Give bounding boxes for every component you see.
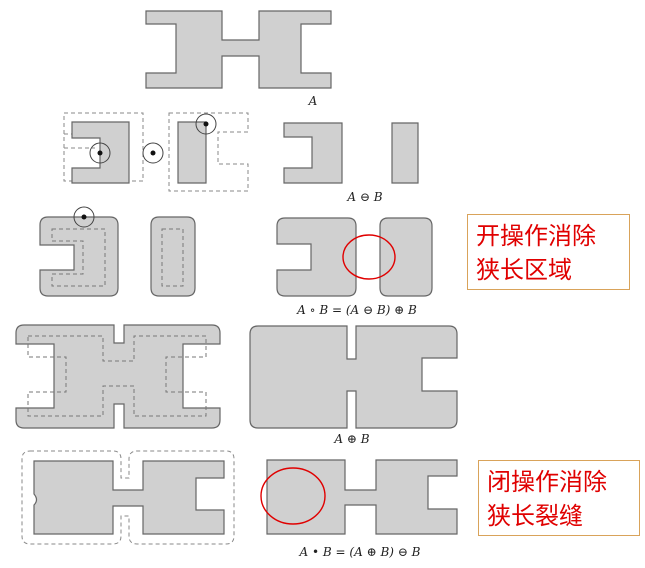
structuring-element-disk-2	[73, 206, 95, 228]
closing-annotation-line1: 闭操作消除	[487, 468, 607, 496]
erosion-result-right	[391, 122, 419, 184]
opening-annotation-line1: 开操作消除	[476, 222, 596, 250]
opening-highlight-circle	[342, 234, 396, 280]
opening-dashed-inner-right	[161, 228, 184, 287]
closing-result	[266, 459, 458, 535]
dilation-dashed-inner-a	[27, 335, 207, 417]
caption-opening: A ∘ B = (A ⊖ B) ⊕ B	[296, 303, 417, 317]
caption-closing: A • B = (A ⊕ B) ⊖ B	[299, 545, 421, 559]
opening-result-right	[379, 217, 433, 297]
caption-dilation: A ⊕ B	[333, 432, 369, 446]
erosion-dashed-outline-right	[168, 112, 249, 192]
closing-dilated-shape	[33, 460, 225, 535]
caption-a: A	[308, 94, 318, 108]
opening-result-left	[276, 217, 357, 297]
structuring-element-disk	[89, 113, 217, 164]
closing-highlight-circle	[260, 467, 326, 525]
dilation-rounded-outline-left	[15, 324, 221, 429]
caption-erosion: A ⊖ B	[346, 190, 382, 204]
set-a-shape	[145, 10, 332, 89]
opening-annotation-box: 开操作消除 狭长区域	[467, 214, 630, 290]
erosion-result-left	[283, 122, 343, 184]
eroded-right-part-outline	[177, 121, 207, 184]
opening-annotation-line2: 狭长区域	[476, 256, 572, 284]
closing-annotation-line2: 狭长裂缝	[487, 502, 583, 530]
opening-rounded-left	[39, 216, 119, 297]
dilation-result	[249, 325, 458, 429]
closing-dashed-outer	[21, 450, 235, 545]
closing-annotation-box: 闭操作消除 狭长裂缝	[478, 460, 640, 536]
opening-dashed-inner-left	[51, 228, 106, 287]
